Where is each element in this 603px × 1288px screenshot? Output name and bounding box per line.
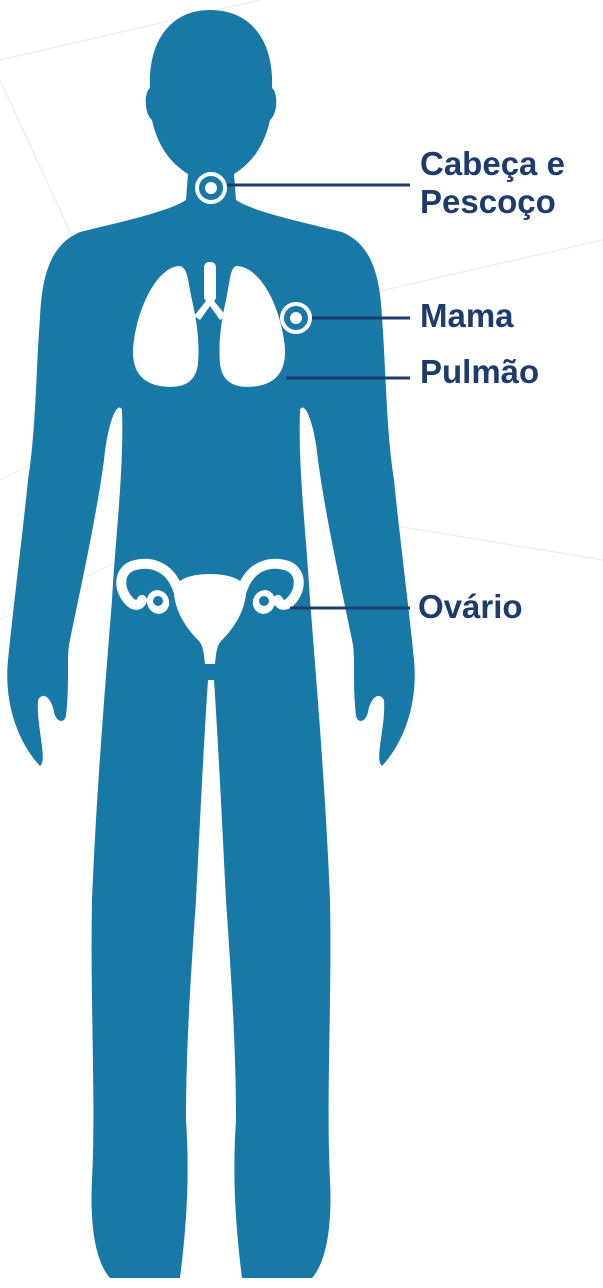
head-neck-label-line2: Pescoço <box>420 183 565 221</box>
head-neck-label-line1: Cabeça e <box>420 145 565 183</box>
lung-label: Pulmão <box>420 353 539 391</box>
ovary-label: Ovário <box>418 588 523 626</box>
head-neck-label: Cabeça e Pescoço <box>420 145 565 221</box>
breast-label: Mama <box>420 297 514 335</box>
